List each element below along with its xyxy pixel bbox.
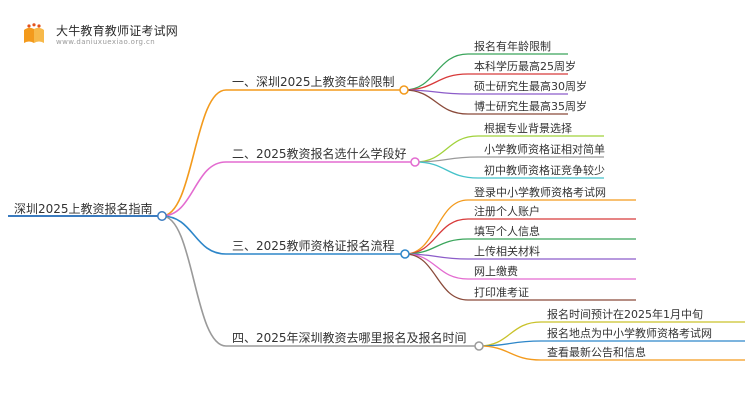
branch-connector-2 (161, 161, 227, 217)
child-connector-4-1 (478, 321, 542, 347)
child-label-3-2[interactable]: 注册个人账户 (474, 204, 540, 218)
child-connector-3-5 (404, 253, 469, 280)
child-connector-3-1 (404, 199, 469, 255)
child-connector-1-1 (403, 53, 469, 91)
child-connector-2-3 (414, 161, 479, 179)
child-connector-4-2 (478, 340, 542, 347)
child-connector-2-1 (414, 135, 479, 163)
child-label-1-2[interactable]: 本科学历最高25周岁 (474, 59, 576, 73)
child-connector-2-2 (414, 156, 479, 163)
branch-node-circle-4[interactable] (474, 341, 484, 351)
child-label-3-3[interactable]: 填写个人信息 (474, 224, 540, 238)
site-logo: 大牛教育教师证考试网 www.daniuxuexiao.org.cn (22, 20, 182, 50)
site-url: www.daniuxuexiao.org.cn (56, 38, 156, 46)
branch-label-3[interactable]: 三、2025教师资格证报名流程 (232, 238, 395, 253)
child-label-3-4[interactable]: 上传相关材料 (474, 244, 540, 258)
branch-node-circle-2[interactable] (410, 157, 420, 167)
child-label-1-4[interactable]: 博士研究生最高35周岁 (474, 99, 587, 113)
branch-label-1[interactable]: 一、深圳2025上教资年龄限制 (232, 74, 395, 89)
branch-connector-3 (161, 215, 227, 255)
child-connector-3-6 (404, 253, 469, 301)
child-label-1-1[interactable]: 报名有年龄限制 (474, 39, 551, 53)
child-label-3-6[interactable]: 打印准考证 (474, 285, 529, 299)
branch-label-2[interactable]: 二、2025教资报名选什么学段好 (232, 146, 407, 161)
site-title: 大牛教育教师证考试网 (56, 24, 179, 38)
branch-node-circle-1[interactable] (399, 85, 409, 95)
child-label-2-2[interactable]: 小学教师资格证相对简单 (484, 142, 605, 156)
child-connector-3-2 (404, 218, 469, 255)
child-label-4-3[interactable]: 查看最新公告和信息 (547, 345, 646, 359)
branch-node-circle-3[interactable] (400, 249, 410, 259)
child-label-2-3[interactable]: 初中教师资格证竞争较少 (484, 163, 605, 177)
child-connector-4-3 (478, 345, 542, 361)
child-connector-1-4 (403, 89, 469, 115)
root-node-label[interactable]: 深圳2025上教资报名指南 (14, 201, 153, 216)
branch-connector-4 (161, 215, 227, 347)
child-label-1-3[interactable]: 硕士研究生最高30周岁 (474, 79, 587, 93)
branch-connector-1 (161, 89, 227, 217)
open-book-logo-icon (24, 23, 44, 43)
child-label-4-2[interactable]: 报名地点为中小学教师资格考试网 (547, 326, 712, 340)
child-connector-1-2 (403, 73, 469, 91)
child-label-3-5[interactable]: 网上缴费 (474, 264, 518, 278)
child-label-3-1[interactable]: 登录中小学教师资格考试网 (474, 185, 606, 199)
child-label-2-1[interactable]: 根据专业背景选择 (484, 121, 572, 135)
root-node-circle[interactable] (157, 211, 167, 221)
child-label-4-1[interactable]: 报名时间预计在2025年1月中旬 (547, 307, 703, 321)
branch-label-4[interactable]: 四、2025年深圳教资去哪里报名及报名时间 (232, 330, 467, 345)
